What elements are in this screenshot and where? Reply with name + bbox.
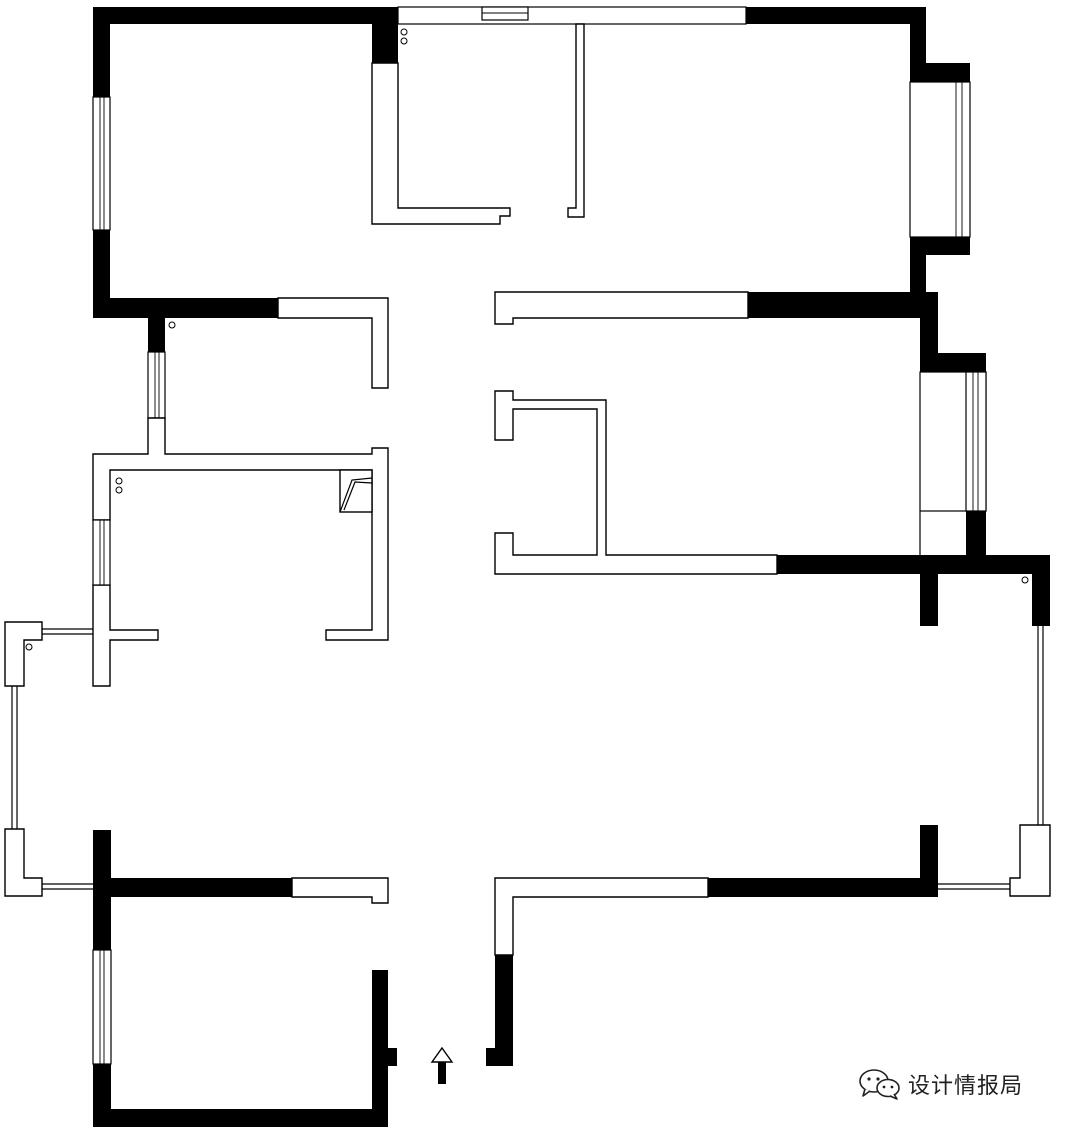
- top-right-bay-window: [909, 81, 971, 238]
- top-left-bedroom-window: [92, 96, 111, 231]
- bottom-left-room-walls: [93, 830, 397, 1127]
- middle-right-pipes: [1021, 576, 1029, 584]
- wechat-chat-icon: [859, 1069, 900, 1100]
- bottom-left-room-window: [92, 949, 112, 1065]
- living-left-balcony: [4, 621, 93, 897]
- middle-left-walls: [148, 318, 165, 352]
- bottom-right-partition: [494, 877, 709, 956]
- bottom-right-walls: [486, 825, 938, 1066]
- top-center-partitions: [371, 23, 585, 225]
- middle-left-pipes: [115, 321, 176, 494]
- entrance-arrow-icon: [430, 1046, 454, 1084]
- top-center-pipes: [400, 28, 408, 45]
- kitchen-window: [92, 519, 111, 586]
- top-left-bedroom-walls: [93, 7, 398, 318]
- middle-left-window: [147, 351, 166, 419]
- bottom-left-partition: [291, 877, 389, 904]
- kitchen-shaft: [339, 469, 373, 513]
- top-right-partition: [494, 291, 749, 325]
- middle-right-walls: [777, 292, 1050, 626]
- living-right-balcony: [938, 626, 1051, 897]
- watermark-text: 设计情报局: [908, 1074, 1024, 1099]
- middle-right-window: [919, 371, 987, 555]
- watermark: 设计情报局: [858, 1066, 1023, 1102]
- middle-right-partitions: [494, 390, 778, 575]
- middle-left-partitions: [92, 297, 389, 687]
- top-center-window: [397, 6, 747, 25]
